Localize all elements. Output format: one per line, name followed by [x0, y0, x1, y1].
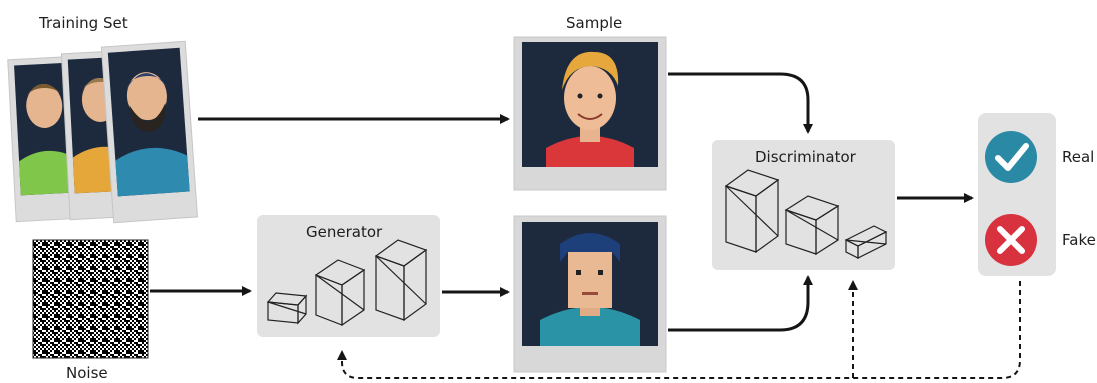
- sample-label: Sample: [566, 14, 623, 32]
- noise-label: Noise: [66, 364, 108, 382]
- generated-photo: [513, 215, 667, 373]
- checkmark-icon: [995, 143, 1029, 171]
- noise-image: [32, 239, 149, 359]
- training-set-photos: [7, 40, 199, 224]
- discriminator-layer-large-icon: [724, 169, 780, 254]
- generator-label: Generator: [306, 223, 383, 241]
- fake-badge: [985, 214, 1037, 266]
- arrow-generated-to-discriminator: [668, 275, 813, 332]
- discriminator-panel: [712, 140, 895, 270]
- cross-icon: [997, 226, 1025, 254]
- training-set-label: Training Set: [39, 14, 128, 32]
- discriminator-layer-small-icon: [844, 225, 888, 259]
- output-panel: [978, 113, 1056, 276]
- generator-layer-large-icon: [374, 239, 428, 322]
- generator-panel: [257, 215, 440, 337]
- training-photo-3: [100, 40, 199, 224]
- discriminator-label: Discriminator: [755, 148, 856, 166]
- sample-photo: [513, 36, 667, 191]
- real-badge: [985, 131, 1037, 183]
- fake-label: Fake: [1062, 231, 1096, 249]
- generator-layer-small-icon: [266, 292, 308, 325]
- discriminator-layer-medium-icon: [784, 195, 840, 256]
- generator-layer-medium-icon: [314, 259, 366, 327]
- real-label: Real: [1062, 148, 1095, 166]
- arrow-sample-to-discriminator: [668, 72, 813, 134]
